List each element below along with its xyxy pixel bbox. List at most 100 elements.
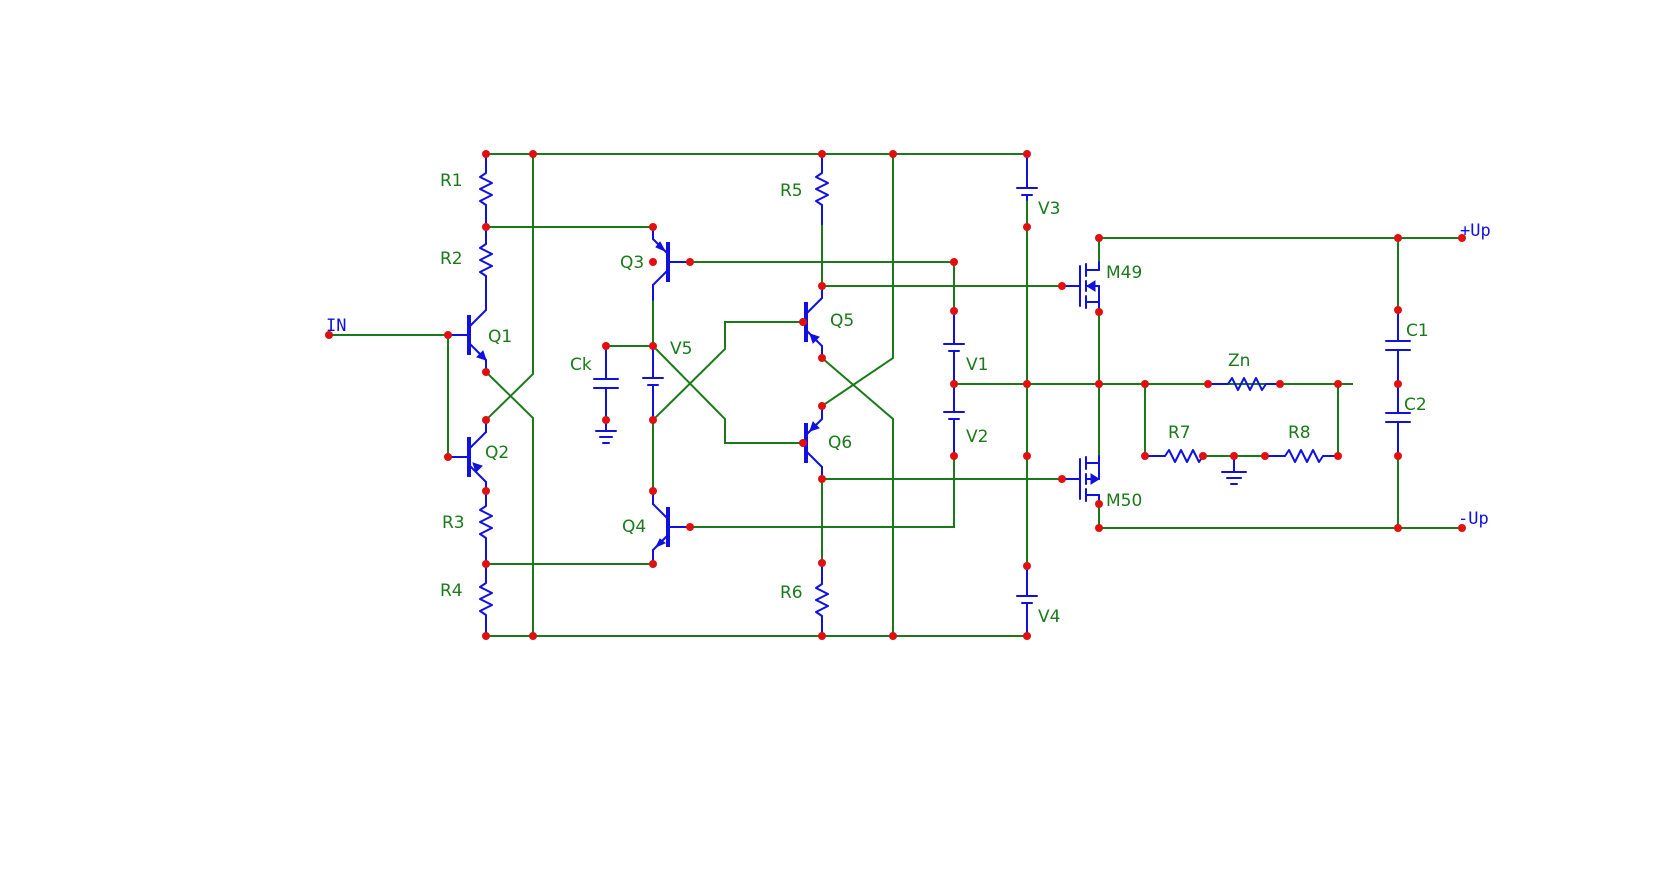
resistor-r2 — [479, 226, 493, 306]
junction-node — [1095, 380, 1103, 388]
junction-node — [1095, 234, 1103, 242]
label-r3: R3 — [442, 513, 465, 533]
junction-node — [649, 487, 657, 495]
capacitor-ck — [593, 345, 619, 444]
junction-node — [482, 223, 490, 231]
junction-node — [649, 342, 657, 350]
junction-node — [1334, 452, 1342, 460]
junction-node — [444, 331, 452, 339]
cross-q1-wire — [484, 370, 534, 637]
cross-q5-wire — [651, 321, 804, 422]
junction-node — [1095, 500, 1103, 508]
junction-node — [1141, 452, 1149, 460]
junction-node — [818, 632, 826, 640]
source-v1 — [943, 310, 965, 385]
junction-node — [1394, 306, 1402, 314]
junction-node — [1204, 380, 1212, 388]
junction-node — [818, 402, 826, 410]
label-v1: V1 — [966, 355, 988, 375]
resistor-r4 — [479, 563, 493, 637]
junction-node — [1199, 452, 1207, 460]
junction-node — [482, 416, 490, 424]
junction-node — [1141, 380, 1149, 388]
label-q4: Q4 — [622, 517, 646, 537]
junction-node — [1261, 452, 1269, 460]
label-r6: R6 — [780, 583, 803, 603]
junction-nodes — [325, 150, 1466, 640]
junction-node — [818, 559, 826, 567]
label-r1: R1 — [440, 171, 463, 191]
junction-node — [444, 453, 452, 461]
junction-node — [649, 416, 657, 424]
junction-node — [529, 632, 537, 640]
junction-node — [1276, 380, 1284, 388]
junction-node — [1394, 452, 1402, 460]
junction-node — [950, 380, 958, 388]
transistor-q4 — [652, 490, 691, 565]
port-labels: IN +Up -Up — [326, 221, 1491, 529]
junction-node — [602, 416, 610, 424]
resistor-r6 — [815, 562, 829, 637]
port-plus-up-label: +Up — [1460, 221, 1491, 241]
junction-node — [799, 439, 807, 447]
label-q5: Q5 — [830, 311, 854, 331]
ground-symbol — [1221, 455, 1247, 485]
label-r5: R5 — [780, 181, 803, 201]
cross-q5-emitter-wire — [820, 356, 894, 637]
mosfet-m50 — [1061, 455, 1100, 505]
transistor-q6 — [804, 405, 823, 480]
label-zn: Zn — [1228, 351, 1250, 371]
junction-node — [950, 307, 958, 315]
label-m49: M49 — [1106, 263, 1142, 283]
cross-q6-wire — [651, 344, 804, 444]
label-v4: V4 — [1038, 607, 1060, 627]
label-c2: C2 — [1404, 395, 1427, 415]
junction-node — [818, 354, 826, 362]
transistors — [447, 226, 823, 565]
junction-node — [482, 560, 490, 568]
source-v4 — [1016, 565, 1038, 637]
cross-q6-emitter-wire — [820, 153, 894, 408]
resistor-r5 — [815, 153, 829, 225]
resistor-r1 — [479, 153, 493, 228]
junction-node — [686, 258, 694, 266]
junction-node — [1023, 632, 1031, 640]
source-v3 — [1016, 153, 1038, 201]
junction-node — [818, 282, 826, 290]
junction-node — [950, 258, 958, 266]
junction-node — [1334, 380, 1342, 388]
wires — [328, 153, 1463, 637]
label-q6: Q6 — [828, 433, 852, 453]
junction-node — [649, 258, 657, 266]
junction-node — [1458, 524, 1466, 532]
mosfet-m49 — [1061, 261, 1100, 313]
junction-node — [818, 475, 826, 483]
junction-node — [1023, 562, 1031, 570]
transistor-q5 — [804, 285, 823, 359]
label-r2: R2 — [440, 249, 463, 269]
capacitor-c1 — [1385, 309, 1411, 385]
label-q1: Q1 — [488, 327, 512, 347]
source-v5 — [642, 345, 664, 421]
junction-node — [482, 150, 490, 158]
junction-node — [1058, 282, 1066, 290]
junction-node — [950, 452, 958, 460]
junction-node — [482, 368, 490, 376]
junction-node — [1458, 234, 1466, 242]
junction-node — [799, 318, 807, 326]
resistor-zn — [1207, 377, 1281, 391]
junction-node — [1023, 150, 1031, 158]
label-q2: Q2 — [485, 443, 509, 463]
junction-node — [1095, 308, 1103, 316]
label-v3: V3 — [1038, 199, 1060, 219]
junction-node — [649, 560, 657, 568]
label-r4: R4 — [440, 581, 463, 601]
junction-node — [482, 632, 490, 640]
junction-node — [1023, 380, 1031, 388]
resistor-r8 — [1264, 449, 1339, 463]
junction-node — [818, 150, 826, 158]
junction-node — [325, 331, 333, 339]
port-minus-up-label: -Up — [1458, 509, 1489, 529]
capacitor-c2 — [1385, 383, 1411, 457]
